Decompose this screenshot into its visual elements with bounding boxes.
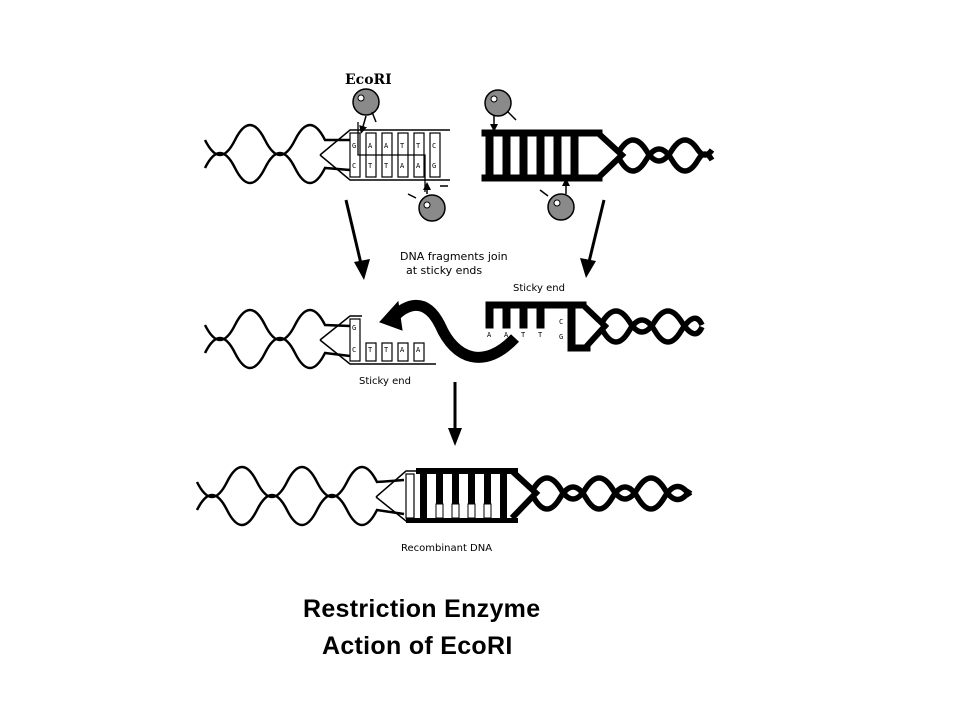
annotation-recombinant: Recombinant DNA	[401, 543, 493, 554]
annotation-sticky-end-left: Sticky end	[359, 376, 411, 387]
base-letter: A	[416, 346, 421, 354]
top-right-rungs	[481, 129, 603, 182]
base-letter: A	[400, 162, 405, 170]
base-letter: A	[384, 142, 389, 150]
base-letter: A	[400, 346, 405, 354]
ecori-enzyme-icon	[484, 89, 517, 132]
top-right-helix	[617, 137, 715, 174]
join-arrow	[379, 299, 520, 363]
top-left-cut-line	[357, 122, 426, 192]
top-left-fork	[319, 129, 450, 187]
arrow-down-center	[448, 382, 462, 446]
base-letter: T	[368, 162, 373, 170]
base-letter: T	[384, 346, 389, 354]
base-letter: G	[432, 162, 437, 170]
top-left-helix	[203, 123, 351, 185]
bottom-hybrid-rungs	[405, 468, 518, 523]
bottom-right-fork	[509, 468, 541, 521]
bottom-right-helix	[531, 475, 693, 512]
base-letter: A	[504, 331, 509, 339]
mid-right-fork	[580, 302, 610, 351]
annotation-join-line1: DNA fragments join	[400, 250, 508, 263]
annotation-sticky-end-right: Sticky end	[513, 283, 565, 294]
title-line2: Action of EcoRI	[322, 632, 513, 660]
base-letter: T	[384, 162, 389, 170]
mid-right-helix	[600, 308, 705, 345]
enzyme-label: EcoRI	[345, 72, 392, 88]
mid-left-helix	[203, 308, 351, 370]
mid-right-rungs	[485, 301, 591, 352]
mid-left-rungs	[349, 318, 425, 362]
base-letter: T	[521, 331, 526, 339]
base-letter: A	[368, 142, 373, 150]
base-letter: G	[352, 142, 357, 150]
base-letter: T	[368, 346, 373, 354]
base-letter: G	[352, 324, 357, 332]
ecori-enzyme-icon	[352, 88, 380, 134]
title-line1: Restriction Enzyme	[303, 595, 541, 623]
base-letter: T	[416, 142, 421, 150]
base-letter: C	[352, 162, 357, 170]
base-letter: C	[559, 318, 564, 326]
annotation-join-line2: at sticky ends	[406, 264, 483, 277]
arrow-left-down	[344, 199, 370, 280]
base-letter: A	[416, 162, 421, 170]
base-letter: C	[352, 346, 357, 354]
arrow-right-down	[580, 199, 606, 278]
base-letter: T	[538, 331, 543, 339]
base-letter: T	[400, 142, 405, 150]
ecori-enzyme-icon	[407, 182, 446, 222]
base-letter: C	[432, 142, 437, 150]
mid-left-fork	[319, 315, 436, 365]
base-letter: A	[487, 331, 492, 339]
ecori-enzyme-icon	[539, 178, 575, 221]
base-letter: G	[559, 333, 564, 341]
bottom-left-helix	[195, 465, 405, 527]
top-right-fork	[595, 130, 627, 181]
